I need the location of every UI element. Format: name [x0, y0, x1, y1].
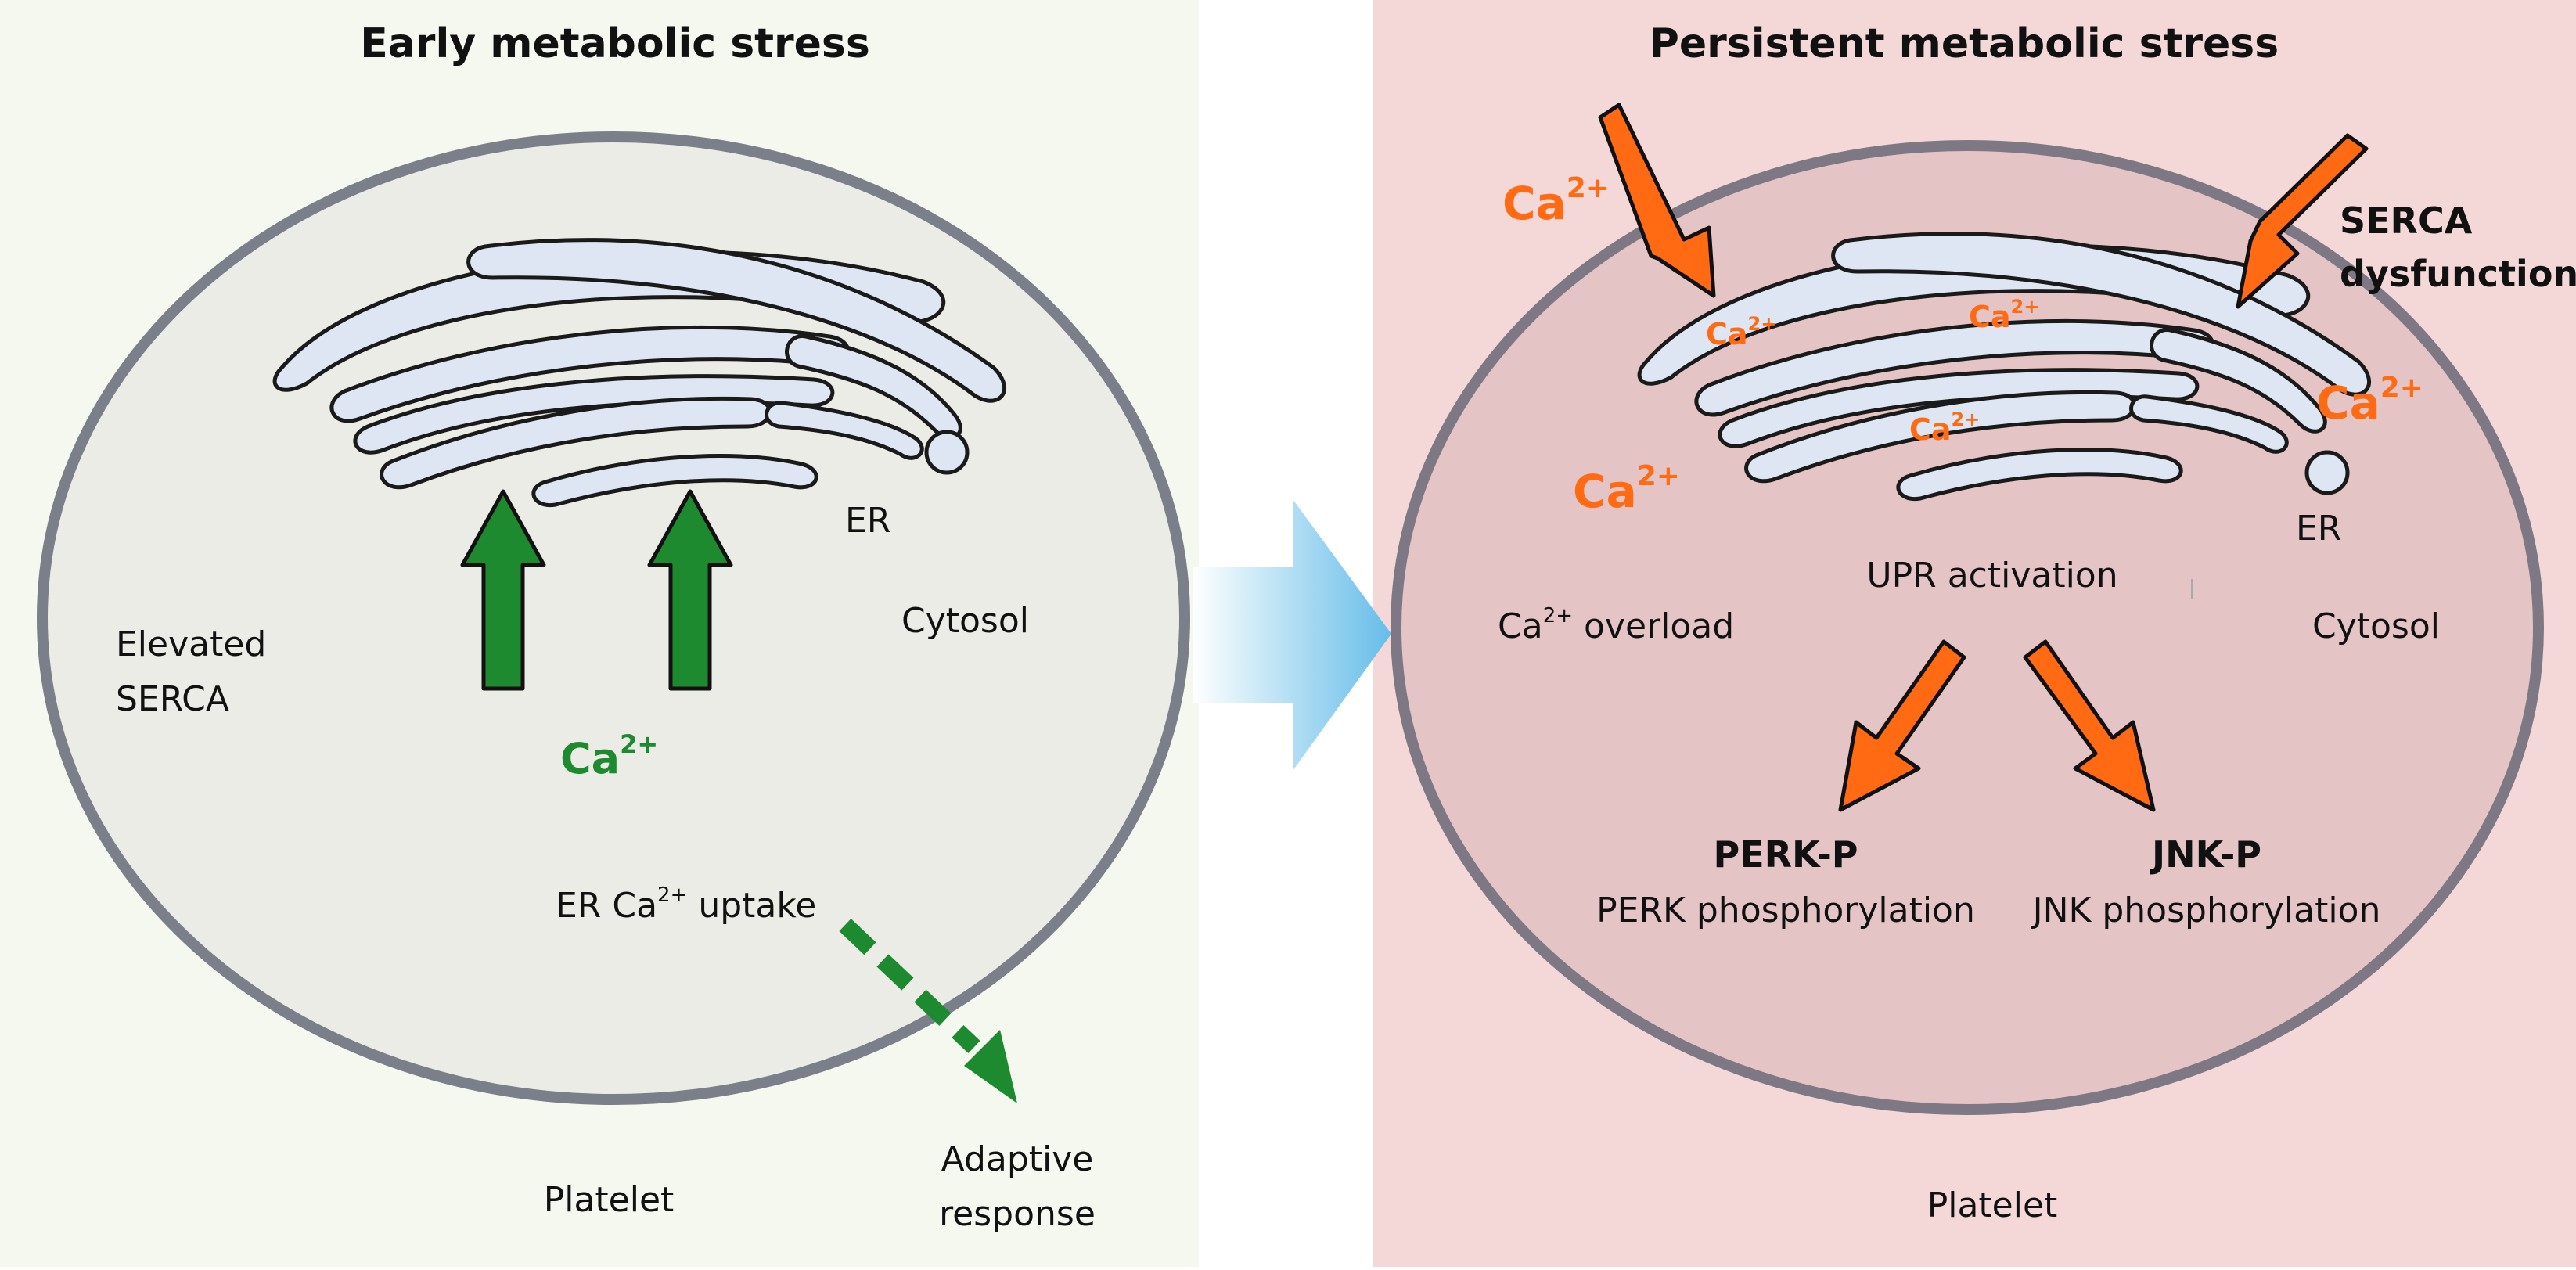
- serca-dysfunction-label-line2: dysfunction: [2340, 253, 2576, 295]
- perk-p-label: PERK-P: [1713, 833, 1858, 876]
- upr-activation-label: UPR activation: [1866, 556, 2117, 595]
- calcium-ion-label-cytosol-right: Ca2+: [2316, 372, 2423, 430]
- calcium-influx-arrow: [1598, 103, 1716, 298]
- platelet-label-early: Platelet: [544, 1180, 675, 1220]
- er-calcium-label-3: Ca2+: [1909, 408, 1980, 447]
- calcium-overload-label: Ca2+ overload: [1498, 604, 1734, 646]
- adaptive-response-label-line1: Adaptive: [941, 1139, 1094, 1179]
- adaptive-response-arrow-shaft: [839, 919, 980, 1053]
- cytosol-label-early: Cytosol: [901, 601, 1029, 641]
- calcium-ion-label-cytosol-left: Ca2+: [1573, 460, 1680, 518]
- jnk-pathway-arrow: [2023, 639, 2156, 812]
- er-label-early: ER: [845, 501, 890, 541]
- elevated-serca-label-line2: SERCA: [116, 679, 229, 719]
- perk-pathway-arrow: [1838, 639, 1966, 812]
- jnk-phosphorylation-label: JNK phosphorylation: [2031, 890, 2381, 930]
- perk-phosphorylation-label: PERK phosphorylation: [1596, 890, 1975, 930]
- calcium-ion-label-outside: Ca2+: [1502, 172, 1610, 230]
- serca-uptake-arrow-2: [647, 489, 733, 691]
- er-organelle-early: [275, 240, 1004, 505]
- transition-arrow: [1193, 499, 1391, 771]
- er-calcium-label-2: Ca2+: [1969, 296, 2039, 334]
- er-organelle-persistent: [1639, 234, 2369, 499]
- left-panel-title: Early metabolic stress: [360, 20, 870, 67]
- er-calcium-uptake-label: ER Ca2+ uptake: [556, 883, 816, 926]
- calcium-ion-label-early: Ca2+: [560, 729, 658, 783]
- serca-uptake-arrow-1: [460, 489, 546, 691]
- jnk-p-label: JNK-P: [2150, 833, 2261, 876]
- platelet-label-persistent: Platelet: [1927, 1185, 2058, 1225]
- right-panel-title: Persistent metabolic stress: [1650, 20, 2279, 67]
- cytosol-label-persistent: Cytosol: [2312, 606, 2440, 646]
- serca-dysfunction-arrow: [2236, 133, 2369, 309]
- er-calcium-label-1: Ca2+: [1706, 313, 1776, 351]
- adaptive-response-label-line2: response: [939, 1194, 1096, 1234]
- serca-dysfunction-label-line1: SERCA: [2340, 200, 2473, 242]
- elevated-serca-label-line1: Elevated: [116, 624, 266, 664]
- er-label-persistent: ER: [2296, 509, 2341, 549]
- adaptive-response-arrow-head: [964, 1030, 1017, 1103]
